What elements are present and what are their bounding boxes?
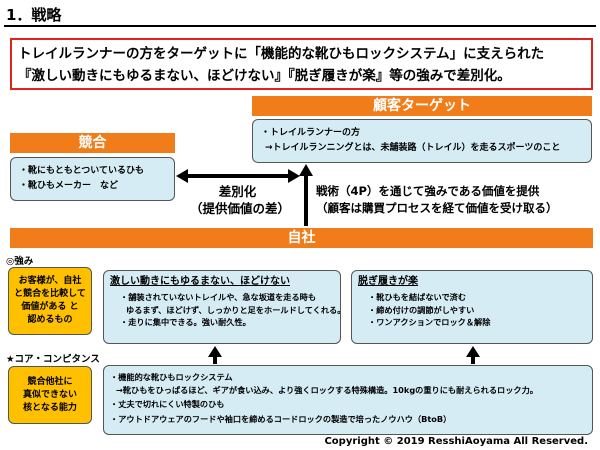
core-item: ・機能的な靴ひもロックシステム — [110, 372, 233, 382]
strength-item: ・舗装されていないトレイルや、急な坂道を走る時も — [120, 292, 317, 302]
copyright-notice: Copyright © 2019 ResshiAoyama All Reserv… — [324, 436, 588, 447]
tactics-label: 戦術（4P）を通じて強みである価値を提供 （顧客は購買プロセスを経て価値を受け取… — [316, 183, 596, 217]
target-box: ・トレイルランナーの方 →トレイルランニングとは、未舗装路（トレイル）を走るスポ… — [252, 119, 592, 163]
competition-item: ・靴にもともとついているひも — [19, 166, 145, 176]
strength-item: ゆるまず、ほどけず、しっかりと足をホールドしてくれる。 — [126, 304, 341, 315]
statement-line-2: 『激しい動きにもゆるまない、ほどけない』『脱ぎ履きが楽』等の強みで差別化。 — [18, 68, 511, 84]
core-competence-box: ・機能的な靴ひもロックシステム →靴ひもをひっぱるほど、ギアが食い込み、より強く… — [103, 365, 593, 435]
tactics-line-1: 戦術（4P）を通じて強みである価値を提供 — [316, 184, 540, 198]
target-item: ・トレイルランナーの方 — [261, 128, 361, 138]
target-item: →トレイルランニングとは、未舗装路（トレイル）を走るスポーツのこと — [265, 143, 561, 153]
core-competence-label: ★コア・コンピタンス — [6, 354, 100, 365]
strategy-statement: トレイルランナーの方をターゲットに「機能的な靴ひもロックシステム」に支えられた … — [10, 38, 593, 90]
strengths-side-note: お客様が、自社 と競合を比較して 価値がある と 認めるもの — [8, 267, 92, 335]
strength-box-durability: 激しい動きにもゆるまない、ほどけない ・舗装されていないトレイルや、急な坂道を走… — [103, 270, 341, 344]
differentiation-subtitle: （提供価値の差） — [190, 201, 291, 216]
competition-item: ・靴ひもメーカー など — [19, 181, 119, 191]
value-delivery-arrow — [299, 164, 313, 226]
strength-box-easy-on-off: 脱ぎ履きが楽 ・靴ひもを結ばないで済む ・締め付けの調節がしやすい ・ワンアクシ… — [351, 270, 593, 344]
core-side-note: 競合他社に 真似できない 核となる能力 — [8, 366, 92, 424]
core-note-line: 核となる能力 — [23, 402, 77, 413]
strengths-label: ◎強み — [6, 256, 34, 267]
core-note-line: 真似できない — [22, 389, 77, 400]
core-to-strength-arrow — [208, 346, 222, 364]
strength-item: ・靴ひもを結ばないで済む — [368, 292, 467, 302]
company-heading: 自社 — [10, 228, 593, 248]
strength-item: ・ワンアクションでロック＆解除 — [368, 317, 491, 327]
strength-heading: 脱ぎ履きが楽 — [358, 276, 418, 287]
competition-box: ・靴にもともとついているひも ・靴ひもメーカー など — [10, 157, 175, 201]
core-item: →靴ひもをひっぱるほど、ギアが食い込み、より強くロックする特殊構造。10kgの重… — [116, 384, 538, 395]
strengths-note-line: お客様が、自社 — [18, 276, 82, 286]
core-to-strength-arrow — [466, 346, 480, 364]
strengths-note-line: と競合を比較して — [14, 289, 86, 299]
statement-line-1: トレイルランナーの方をターゲットに「機能的な靴ひもロックシステム」に支えられた — [18, 46, 545, 62]
target-heading: 顧客ターゲット — [252, 96, 592, 116]
core-item: ・アウトドアウェアのフードや袖口を締めるコードロックの製造で培ったノウハウ（Bt… — [110, 413, 452, 424]
strength-item: ・走りに集中できる。強い耐久性。 — [120, 317, 251, 327]
competition-heading: 競合 — [10, 133, 175, 153]
differentiation-arrow — [176, 169, 300, 183]
core-item: ・丈夫で切れにくい特製のひも — [110, 399, 225, 409]
strengths-note-line: 認めるもの — [27, 315, 73, 325]
core-note-line: 競合他社に — [27, 376, 73, 387]
differentiation-label: 差別化 （提供価値の差） — [190, 183, 291, 217]
strength-item: ・締め付けの調節がしやすい — [368, 304, 475, 315]
tactics-line-2: （顧客は購買プロセスを経て価値を受け取る） — [316, 201, 558, 215]
strength-heading: 激しい動きにもゆるまない、ほどけない — [110, 276, 290, 287]
title-underline — [4, 25, 596, 27]
strengths-note-line: 価値がある と — [21, 302, 79, 312]
differentiation-title: 差別化 — [218, 184, 257, 199]
page-title: 1．戦略 — [6, 6, 62, 24]
